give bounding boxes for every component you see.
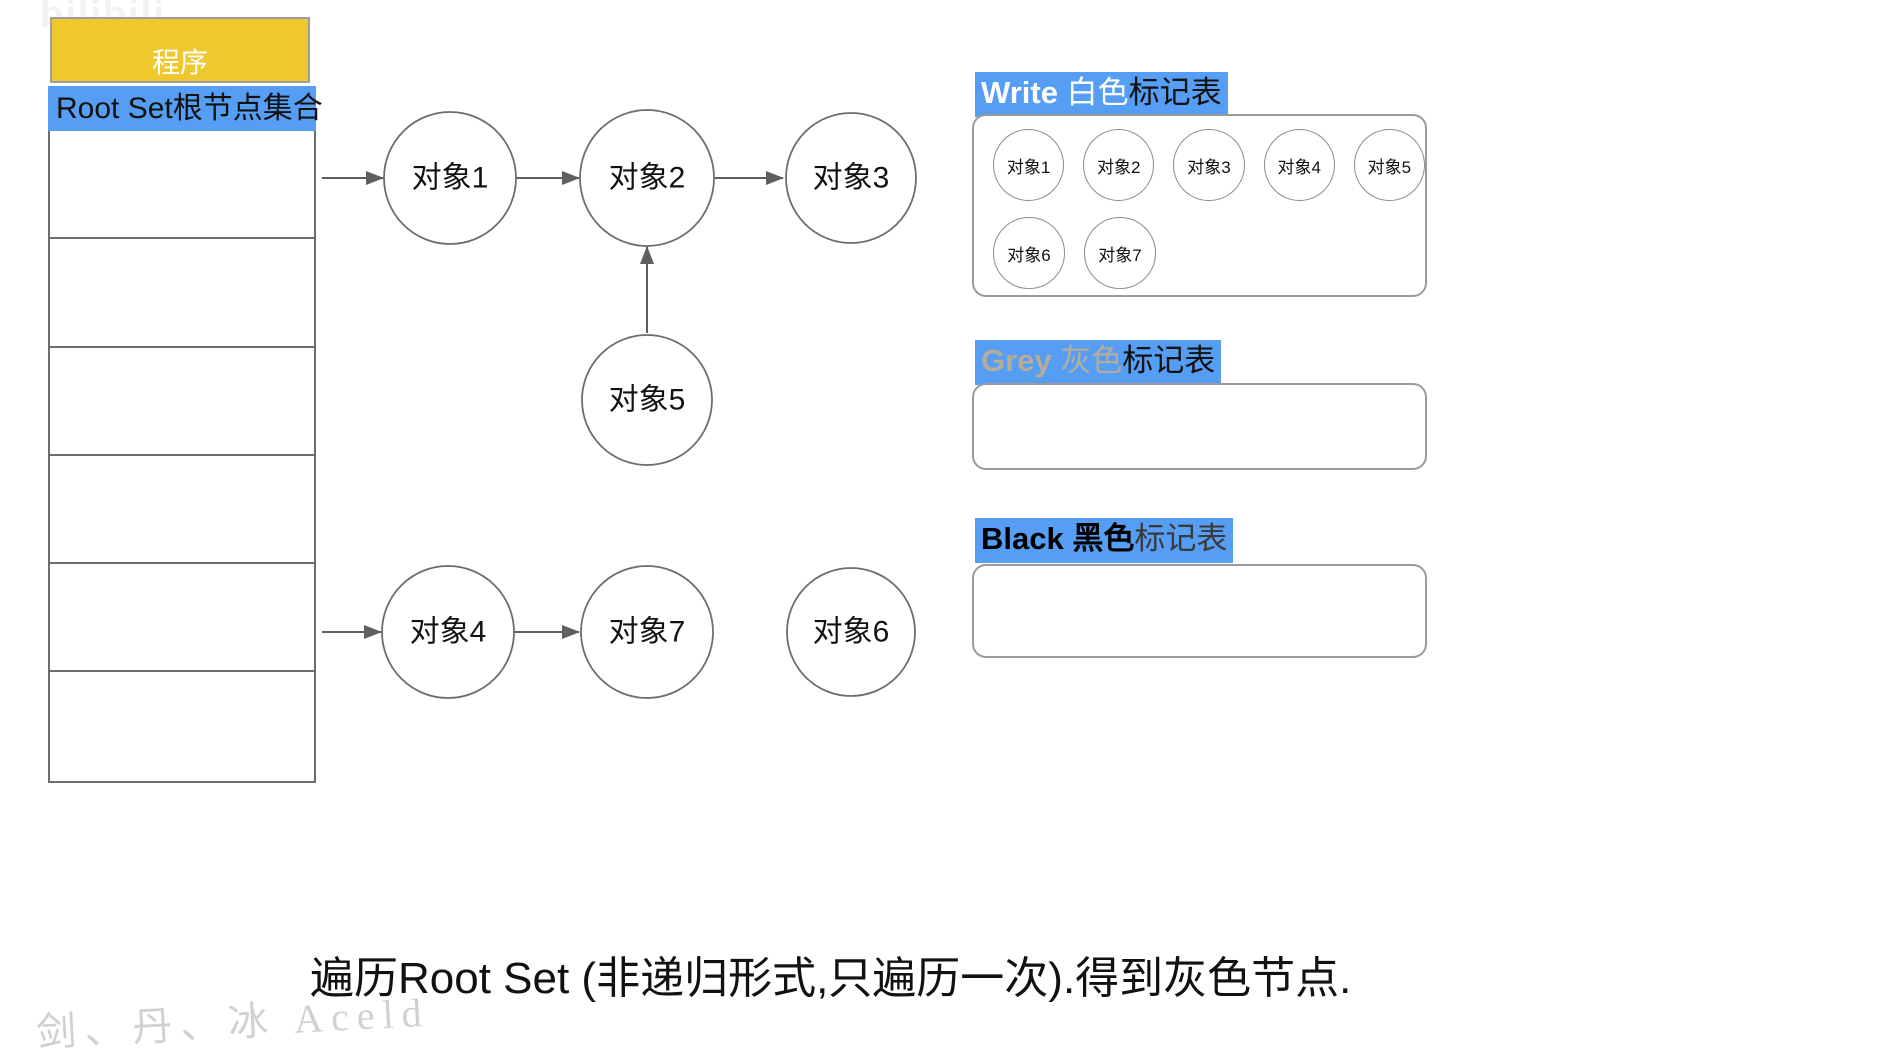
root-set-row <box>50 347 314 456</box>
white-mark-table-header: Write 白色标记表 <box>975 72 1228 117</box>
grey-header-color-word: 灰色 <box>1051 343 1123 378</box>
grey-header-suffix: 标记表 <box>1122 343 1216 378</box>
graph-node-label: 对象4 <box>410 616 487 649</box>
graph-node-obj6[interactable]: 对象6 <box>786 567 916 697</box>
root-set-row <box>50 455 314 565</box>
white-header-en: Write <box>981 75 1058 110</box>
white-chip[interactable]: 对象4 <box>1263 129 1335 201</box>
white-chip[interactable]: 对象3 <box>1173 129 1245 201</box>
root-set-row <box>50 672 314 781</box>
black-mark-table: Black 黑色标记表 <box>972 518 1427 658</box>
root-set-row <box>50 131 314 240</box>
white-chip[interactable]: 对象7 <box>1084 217 1156 289</box>
graph-node-label: 对象5 <box>609 384 686 417</box>
graph-node-label: 对象7 <box>609 616 686 649</box>
grey-header-en: Grey <box>981 343 1052 378</box>
root-set-header: Root Set根节点集合 <box>48 86 323 131</box>
black-header-en: Black <box>981 521 1064 556</box>
white-header-color-word: 白色 <box>1057 75 1129 110</box>
graph-node-label: 对象6 <box>813 616 890 649</box>
root-set-header-label: Root Set根节点集合 <box>56 91 323 125</box>
root-set-row <box>50 239 314 348</box>
program-box: 程序 <box>50 17 310 83</box>
white-header-suffix: 标记表 <box>1128 75 1222 110</box>
white-chip-row: 对象6 对象7 <box>993 217 1425 289</box>
graph-node-obj7[interactable]: 对象7 <box>580 565 714 699</box>
graph-node-label: 对象2 <box>609 162 686 195</box>
grey-mark-table: Grey 灰色标记表 <box>972 340 1427 470</box>
root-set-rows <box>48 131 316 783</box>
black-header-suffix: 标记表 <box>1134 521 1228 556</box>
root-set-row <box>50 564 314 673</box>
white-chip[interactable]: 对象5 <box>1353 129 1426 201</box>
white-chip[interactable]: 对象1 <box>993 129 1065 201</box>
program-box-label: 程序 <box>151 47 208 78</box>
caption-text: 遍历Root Set (非递归形式,只遍历一次).得到灰色节点. <box>310 954 1352 1003</box>
black-mark-table-body <box>972 564 1427 658</box>
white-mark-table-body: 对象1 对象2 对象3 对象4 对象5 对象6 对象7 <box>972 114 1427 297</box>
graph-node-obj4[interactable]: 对象4 <box>381 565 515 699</box>
black-mark-table-header: Black 黑色标记表 <box>975 518 1234 563</box>
graph-node-obj2[interactable]: 对象2 <box>579 109 715 247</box>
white-chip[interactable]: 对象6 <box>993 217 1065 289</box>
white-mark-table: Write 白色标记表 对象1 对象2 对象3 对象4 对象5 对象6 对象7 <box>972 72 1427 297</box>
graph-node-label: 对象3 <box>813 162 890 195</box>
black-header-color-word: 黑色 <box>1063 521 1135 556</box>
graph-node-label: 对象1 <box>412 162 489 195</box>
graph-node-obj1[interactable]: 对象1 <box>383 111 517 245</box>
grey-mark-table-header: Grey 灰色标记表 <box>975 340 1222 385</box>
white-chip-row: 对象1 对象2 对象3 对象4 对象5 <box>993 129 1426 201</box>
graph-node-obj5[interactable]: 对象5 <box>581 334 713 466</box>
white-chip[interactable]: 对象2 <box>1083 129 1155 201</box>
grey-mark-table-body <box>972 383 1427 470</box>
object-reference-graph: 对象1 对象2 对象3 对象5 对象4 对象7 对象6 <box>322 109 917 699</box>
graph-node-obj3[interactable]: 对象3 <box>785 112 917 244</box>
root-set-table: Root Set根节点集合 <box>48 86 323 783</box>
